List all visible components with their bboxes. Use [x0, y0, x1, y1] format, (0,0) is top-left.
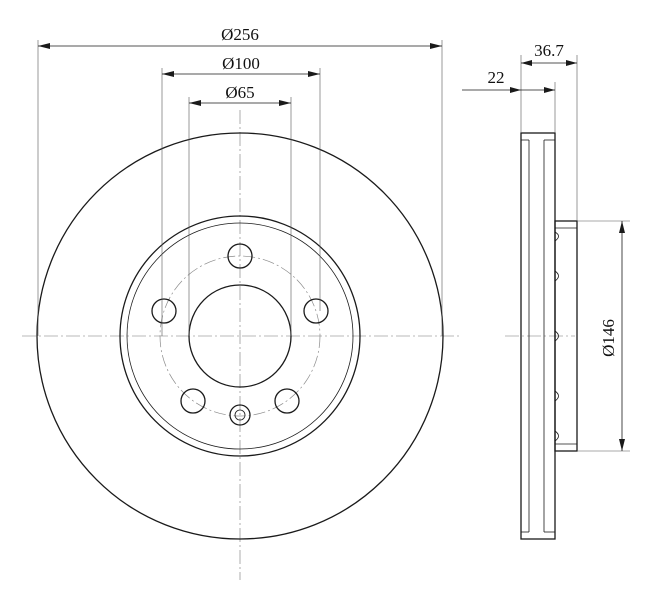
- dimension-total-height: 36.7: [520, 41, 578, 221]
- outer-diameter-label: Ø256: [221, 25, 259, 44]
- hat-section-outline: [554, 220, 578, 452]
- arrowhead: [162, 71, 174, 77]
- arrowhead: [430, 43, 442, 49]
- hat-inner-circle: [126, 222, 354, 450]
- arrowhead: [510, 87, 521, 93]
- locating-screw-hole-inner: [234, 409, 246, 421]
- bolt-holes: [151, 243, 329, 414]
- center-bore-label: Ø65: [225, 83, 254, 102]
- dimension-disc-thickness: 22: [462, 68, 556, 133]
- hat-diameter-label: Ø146: [599, 319, 618, 357]
- arrowhead: [308, 71, 320, 77]
- bolt-hole: [303, 298, 329, 324]
- dimension-center-bore: Ø65: [188, 83, 292, 336]
- bolt-hole: [227, 243, 253, 269]
- arrowhead: [189, 100, 201, 106]
- outer-disc-circle: [36, 132, 444, 540]
- bolt-pitch-circle: [159, 255, 321, 417]
- arrowhead: [521, 60, 532, 66]
- arrowhead: [279, 100, 291, 106]
- arrowhead: [38, 43, 50, 49]
- hole-mark: [554, 330, 559, 342]
- arrowhead: [544, 87, 555, 93]
- hole-mark: [554, 430, 559, 442]
- disc-thickness-label: 22: [488, 68, 505, 87]
- hole-mark: [554, 270, 559, 282]
- bolt-circle-label: Ø100: [222, 54, 260, 73]
- arrowhead: [619, 221, 625, 233]
- hat-outer-circle: [119, 215, 361, 457]
- dimension-outer-diameter: Ø256: [37, 25, 443, 336]
- total-height-label: 36.7: [534, 41, 564, 60]
- hole-mark: [554, 390, 559, 402]
- front-view: [22, 110, 460, 580]
- hole-mark: [554, 231, 559, 242]
- dimension-hat-diameter: Ø146: [577, 220, 630, 452]
- bolt-hole: [274, 388, 300, 414]
- arrowhead: [566, 60, 577, 66]
- dimension-bolt-circle: Ø100: [161, 54, 321, 336]
- side-view: [505, 132, 578, 540]
- hat-hole-marks: [554, 231, 559, 442]
- locating-screw-hole-outer: [229, 404, 251, 426]
- bolt-hole: [180, 388, 206, 414]
- arrowhead: [619, 439, 625, 451]
- bolt-hole: [151, 298, 177, 324]
